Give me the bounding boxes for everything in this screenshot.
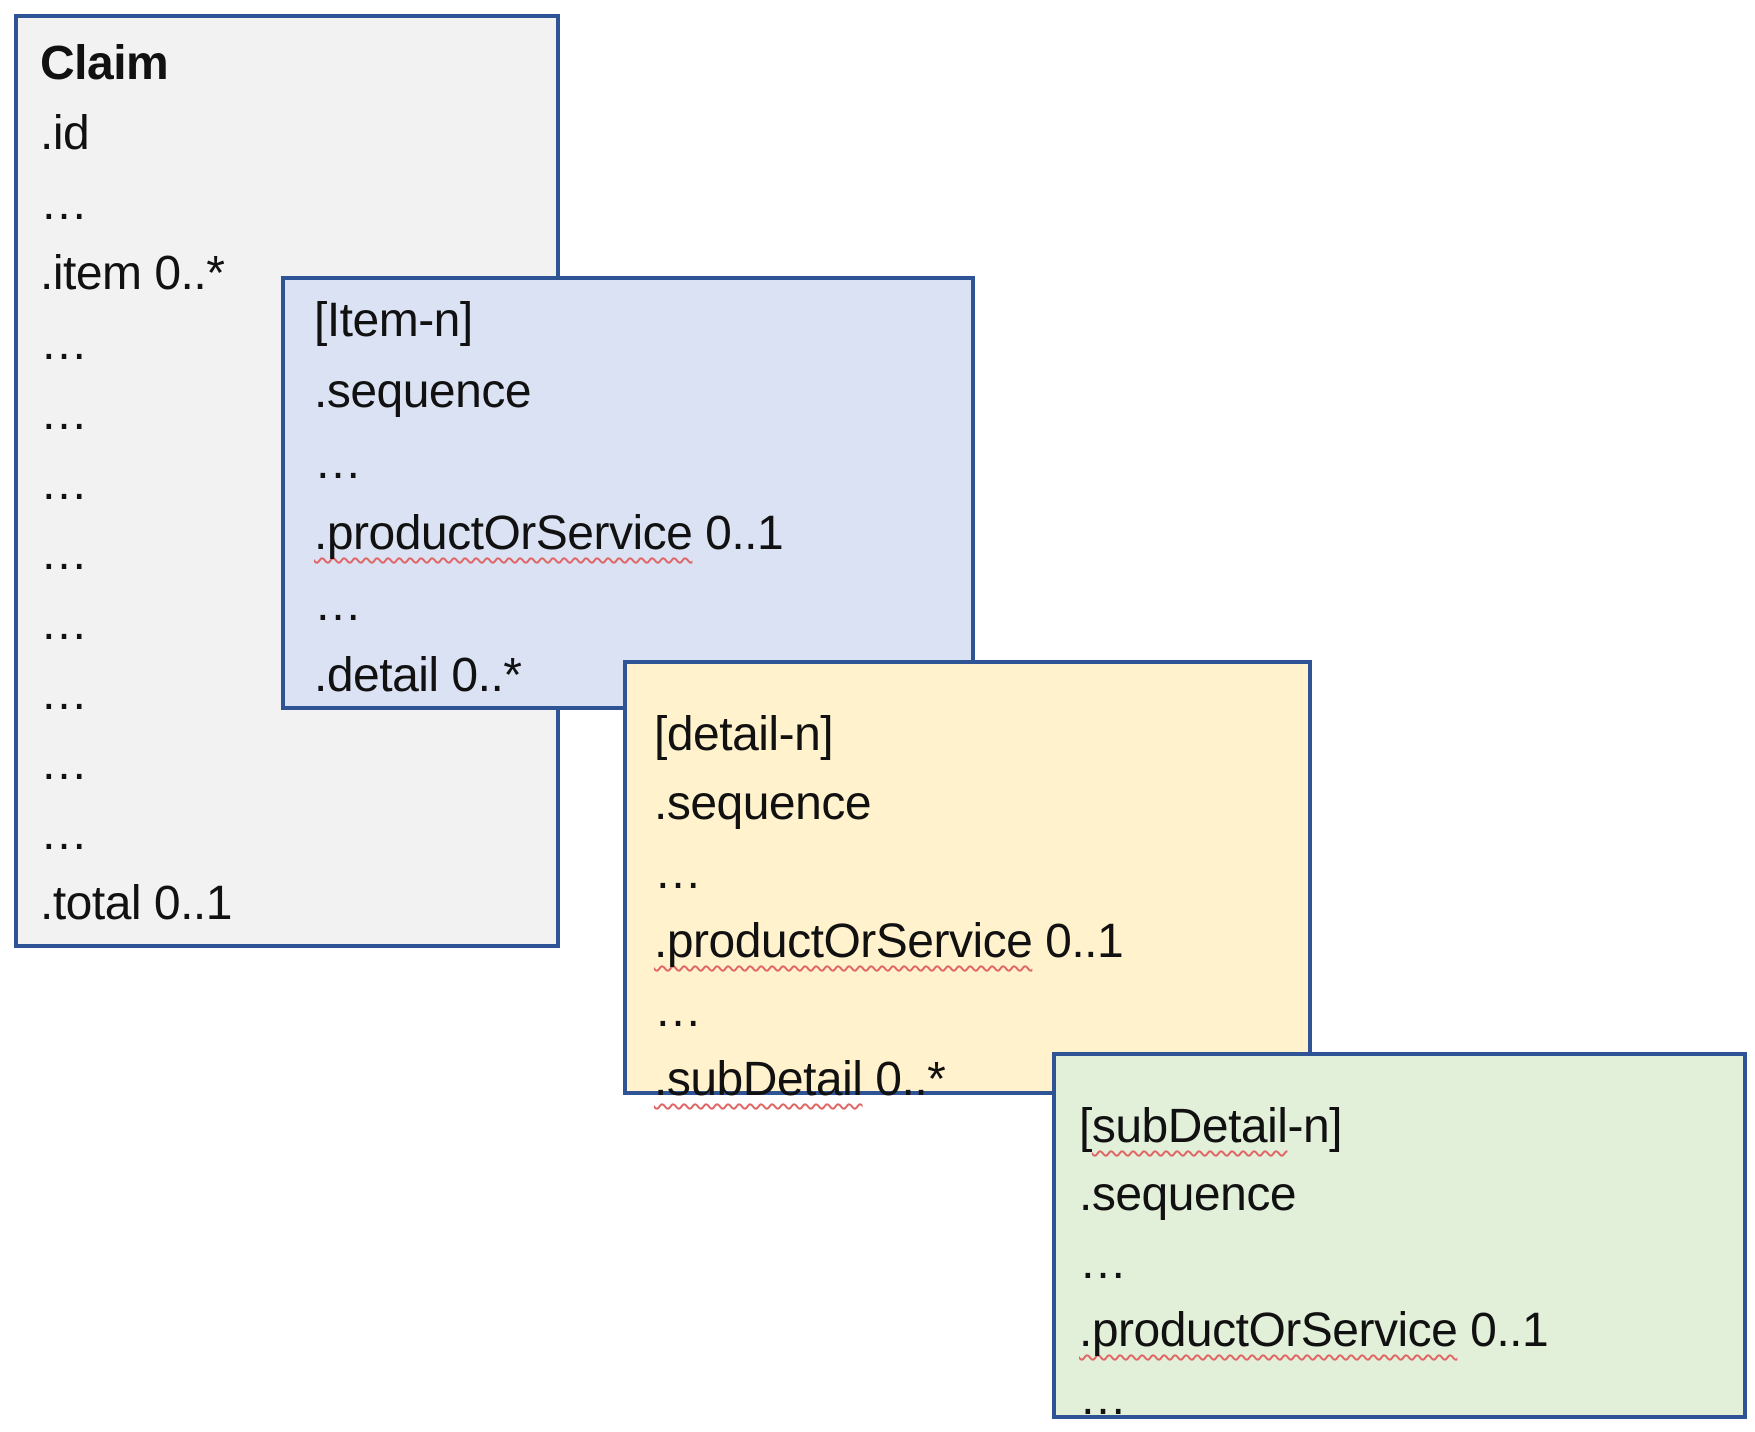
ellipsis-line: …: [40, 449, 546, 519]
box-title-claim: Claim: [40, 29, 546, 99]
box-title-item: [Item-n]: [314, 285, 961, 356]
text-segment: [detail-n]: [654, 708, 834, 761]
text-segment: …: [314, 436, 362, 489]
ellipsis-line: …: [40, 729, 546, 799]
ellipsis-line: …: [1079, 1365, 1733, 1432]
text-segment: .sequence: [314, 365, 532, 418]
box-title-detail: [detail-n]: [654, 700, 1298, 769]
field-item: .item 0..*: [40, 239, 546, 309]
field-sequence: .sequence: [1079, 1161, 1733, 1229]
field-detail: .detail 0..*: [314, 640, 961, 711]
box-title-subdetail: [subDetail-n]: [1079, 1093, 1733, 1161]
text-segment: [Item-n]: [314, 294, 473, 347]
ellipsis-line: …: [40, 799, 546, 869]
text-segment: …: [40, 737, 88, 790]
field-total: .total 0..1: [40, 869, 546, 939]
text-segment: 0..1: [692, 507, 784, 560]
field-productOrService: .productOrService 0..1: [1079, 1297, 1733, 1365]
text-segment: Claim: [40, 37, 169, 90]
field-sequence: .sequence: [654, 769, 1298, 838]
ellipsis-line: …: [1079, 1229, 1733, 1297]
field-productOrService: .productOrService 0..1: [654, 907, 1298, 976]
misspelled-text: .productOrService: [314, 507, 693, 560]
text-segment: 0..1: [1032, 915, 1124, 968]
text-segment: …: [314, 578, 362, 631]
ellipsis-line: …: [40, 379, 546, 449]
text-segment: .item 0..*: [40, 247, 225, 300]
ellipsis-line: …: [40, 309, 546, 379]
misspelled-text: .subDetail: [654, 1053, 863, 1106]
text-segment: -n]: [1287, 1100, 1342, 1153]
text-segment: …: [1079, 1372, 1127, 1425]
text-segment: .sequence: [1079, 1168, 1297, 1221]
text-segment: …: [40, 807, 88, 860]
misspelled-text: .productOrService: [1079, 1304, 1458, 1357]
field-productOrService: .productOrService 0..1: [314, 498, 961, 569]
ellipsis-line: …: [40, 169, 546, 239]
field-id: .id: [40, 99, 546, 169]
text-segment: .detail 0..*: [314, 649, 522, 702]
ellipsis-line: …: [314, 569, 961, 640]
text-segment: …: [40, 527, 88, 580]
text-segment: …: [40, 597, 88, 650]
text-segment: 0..*: [862, 1053, 946, 1106]
text-segment: …: [40, 317, 88, 370]
text-segment: …: [40, 177, 88, 230]
field-sequence: .sequence: [314, 356, 961, 427]
ellipsis-line: …: [40, 659, 546, 729]
detail-box: [detail-n] .sequence … .productOrService 0.…: [623, 660, 1312, 1106]
ellipsis-line: …: [40, 589, 546, 659]
text-segment: .total 0..1: [40, 877, 232, 930]
text-segment: .sequence: [654, 777, 872, 830]
ellipsis-line: …: [654, 838, 1298, 907]
misspelled-text: subDetail: [1091, 1100, 1288, 1153]
item-box: [Item-n] .sequence … .productOrService 0..1…: [281, 276, 975, 710]
ellipsis-line: …: [314, 427, 961, 498]
text-segment: .id: [40, 107, 90, 160]
text-segment: …: [654, 846, 702, 899]
text-segment: …: [40, 387, 88, 440]
subdetail-box: [subDetail-n] .sequence … .productOrService…: [1052, 1052, 1747, 1425]
text-segment: 0..1: [1457, 1304, 1549, 1357]
text-segment: …: [40, 457, 88, 510]
ellipsis-line: …: [40, 519, 546, 589]
text-segment: …: [40, 667, 88, 720]
text-segment: [: [1079, 1100, 1092, 1153]
field-subDetail: .subDetail 0..*: [654, 1045, 1298, 1114]
text-segment: …: [654, 984, 702, 1037]
misspelled-text: .productOrService: [654, 915, 1033, 968]
ellipsis-line: …: [654, 976, 1298, 1045]
text-segment: …: [1079, 1236, 1127, 1289]
